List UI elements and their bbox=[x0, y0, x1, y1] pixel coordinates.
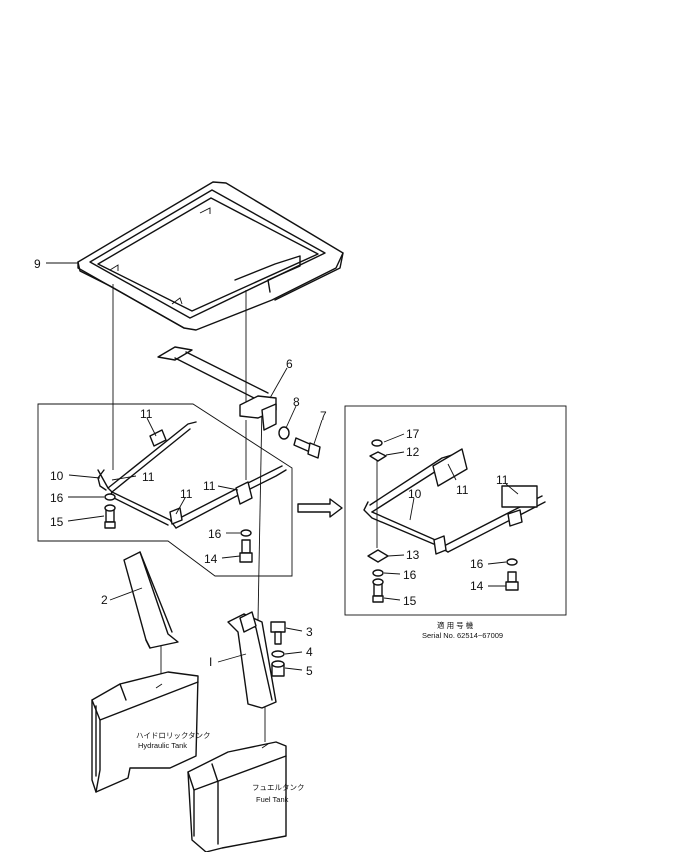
bracket-part-1 bbox=[227, 611, 277, 709]
plate-part-12 bbox=[369, 451, 387, 462]
washer-part-17 bbox=[371, 439, 383, 447]
callout-4: 4 bbox=[306, 645, 313, 659]
callout-16: 16 bbox=[403, 568, 417, 582]
leader-lines bbox=[46, 262, 519, 671]
fuel-tank-label-en: Fuel Tank bbox=[256, 795, 289, 804]
washer-part-16 bbox=[506, 558, 518, 566]
callout-17: 17 bbox=[406, 427, 420, 441]
washer-part-16 bbox=[104, 493, 116, 501]
callout-7: 7 bbox=[320, 409, 327, 423]
callout-15: 15 bbox=[50, 515, 64, 529]
callout-10: 10 bbox=[50, 469, 64, 483]
arrow-icon bbox=[297, 498, 343, 518]
callout-14: 14 bbox=[470, 579, 484, 593]
bolt-part-15 bbox=[104, 504, 116, 529]
applicability-label: 適 用 号 機 bbox=[437, 620, 474, 630]
callout-3: 3 bbox=[306, 625, 313, 639]
detail-frame-left bbox=[37, 403, 293, 577]
washer-part-8 bbox=[278, 426, 290, 440]
fuel-tank bbox=[187, 741, 287, 852]
handrail-part-10-left bbox=[97, 421, 287, 529]
top-cover-part-9 bbox=[77, 181, 344, 331]
callout-11: 11 bbox=[456, 483, 469, 497]
hydraulic-tank bbox=[91, 671, 199, 793]
callout-5: 5 bbox=[306, 664, 313, 678]
callout-2: 2 bbox=[101, 593, 108, 607]
bolt-part-14 bbox=[505, 571, 519, 591]
handrail-part-10-right bbox=[363, 448, 546, 555]
callout-11: 11 bbox=[140, 407, 153, 421]
callout-11: 11 bbox=[496, 473, 509, 487]
nut-part-5 bbox=[271, 660, 285, 677]
washer-part-16 bbox=[372, 569, 384, 577]
stay-part-6 bbox=[157, 346, 277, 431]
callout-9: 9 bbox=[34, 257, 41, 271]
callout-6: 6 bbox=[286, 357, 293, 371]
serial-number-range: Serial No. 62514~67009 bbox=[422, 631, 503, 640]
callout-13: 13 bbox=[406, 548, 420, 562]
bolt-part-14 bbox=[239, 539, 253, 563]
bolt-part-3 bbox=[270, 621, 286, 645]
callout-11: 11 bbox=[203, 479, 216, 493]
fuel-tank-label-jp: フュエルタンク bbox=[252, 783, 305, 792]
detail-frame-right bbox=[344, 405, 567, 616]
callout-14: 14 bbox=[204, 552, 218, 566]
callout-16: 16 bbox=[470, 557, 484, 571]
callout-10: 10 bbox=[408, 487, 422, 501]
callout-12: 12 bbox=[406, 445, 420, 459]
phantom-line bbox=[257, 404, 263, 621]
callout-11: 11 bbox=[180, 487, 193, 501]
callout-labels: 9 6 8 7 11 10 11 16 11 11 15 16 14 2 I 3… bbox=[34, 257, 509, 678]
washer-part-4 bbox=[271, 650, 285, 658]
callout-16: 16 bbox=[208, 527, 222, 541]
hydraulic-tank-label-jp: ハイドロリックタンク bbox=[136, 731, 211, 740]
callout-8: 8 bbox=[293, 395, 300, 409]
bracket-part-2 bbox=[123, 551, 179, 649]
callout-16: 16 bbox=[50, 491, 64, 505]
plate-part-13 bbox=[367, 549, 389, 563]
bolt-part-15 bbox=[372, 578, 384, 603]
callout-11: 11 bbox=[142, 470, 155, 484]
bolt-part-7 bbox=[293, 437, 321, 459]
callout-1: I bbox=[209, 655, 212, 669]
washer-part-16 bbox=[240, 529, 252, 537]
callout-15: 15 bbox=[403, 594, 417, 608]
hydraulic-tank-label-en: Hydraulic Tank bbox=[138, 741, 187, 750]
